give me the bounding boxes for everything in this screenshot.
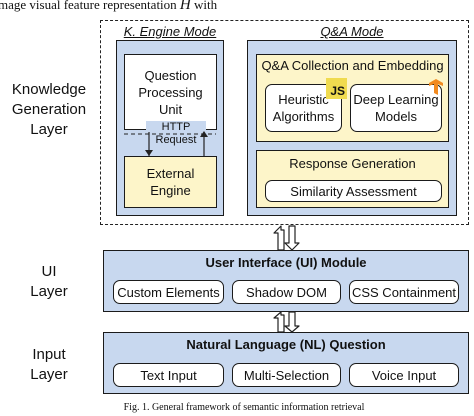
heuristic-algorithms-line: Algorithms <box>272 109 335 124</box>
arrow-up-icon <box>273 311 285 333</box>
http-request-arrows <box>124 131 216 156</box>
question-processing-unit-line: Question <box>144 67 197 83</box>
arrow-down-icon <box>284 225 300 251</box>
figure-caption: Fig. 1. General framework of semantic in… <box>123 402 365 413</box>
arrow-down-icon <box>284 311 300 333</box>
arrow-up-icon <box>273 225 285 251</box>
ui-module-title: User Interface (UI) Module <box>205 255 367 270</box>
ui-layer-label: UI Layer <box>0 262 98 302</box>
question-processing-unit: Question Processing Unit <box>124 54 217 130</box>
tensorflow-logo-icon <box>429 79 443 95</box>
top-text-variable: H <box>179 0 191 13</box>
ui-input-double-arrow <box>273 311 300 333</box>
response-generation-title: Response Generation <box>289 156 416 171</box>
http-request-label-line: HTTP <box>161 121 191 133</box>
multi-selection-item: Multi-Selection <box>232 363 341 387</box>
ui-layer-label-line: UI <box>41 263 57 280</box>
similarity-assessment: Similarity Assessment <box>265 180 442 202</box>
knowledge-layer-label-line: Knowledge <box>11 81 87 98</box>
deep-learning-models: Deep Learning Models <box>350 84 442 132</box>
qa-collection-title: Q&A Collection and Embedding <box>261 58 444 73</box>
ui-layer-label-line: Layer <box>30 283 68 300</box>
arrow-down-icon <box>145 150 153 156</box>
question-processing-unit-line: Processing Unit <box>138 84 203 117</box>
knowledge-layer-label-line: Generation <box>11 101 87 118</box>
http-request-label-line: Request <box>155 134 197 146</box>
external-engine-line: External <box>146 166 195 181</box>
top-text-suffix: with <box>194 0 218 12</box>
custom-elements: Custom Elements <box>113 280 224 304</box>
voice-input-item: Voice Input <box>349 363 459 387</box>
input-layer-label-line: Input <box>32 346 66 363</box>
knowledge-ui-double-arrow <box>273 225 300 251</box>
external-engine: External Engine <box>124 156 217 208</box>
top-text: mage visual feature representation H wit… <box>0 0 217 14</box>
tensorflow-logo-shape <box>429 79 443 95</box>
top-text-prefix: mage visual feature representation <box>0 0 177 12</box>
external-engine-line: Engine <box>150 183 191 198</box>
arrow-up-icon <box>200 131 208 137</box>
heuristic-algorithms-line: Heuristic <box>278 92 329 107</box>
deep-learning-models-line: Deep Learning <box>353 92 439 107</box>
qa-mode-title: Q&A Mode <box>320 24 384 39</box>
knowledge-layer-label: Knowledge Generation Layer <box>0 80 98 140</box>
k-engine-mode-title: K. Engine Mode <box>123 24 217 39</box>
css-containment: CSS Containment <box>349 280 459 304</box>
input-layer-label: Input Layer <box>0 345 98 385</box>
deep-learning-models-line: Models <box>375 109 417 124</box>
knowledge-layer-label-line: Layer <box>30 121 68 138</box>
shadow-dom: Shadow DOM <box>232 280 341 304</box>
js-logo-icon: JS <box>326 78 347 99</box>
text-input-item: Text Input <box>113 363 224 387</box>
nl-question-title: Natural Language (NL) Question <box>186 337 386 352</box>
input-layer-label-line: Layer <box>30 366 68 383</box>
